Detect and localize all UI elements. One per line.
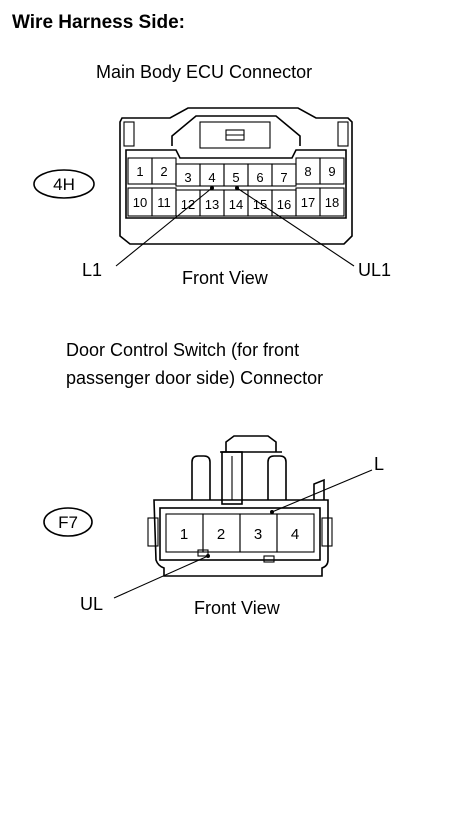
- pin-4h-4: 4: [208, 170, 215, 185]
- page-title: Wire Harness Side:: [12, 12, 185, 33]
- wire-l1-dot: [210, 186, 214, 190]
- wire-label-l: L: [374, 454, 384, 474]
- connector-4h-view-label: Front View: [182, 268, 269, 288]
- wire-ul-leader: [113, 555, 209, 599]
- pin-4h-9: 9: [328, 164, 335, 179]
- pin-4h-10: 10: [133, 195, 147, 210]
- wire-ul1-leader: [236, 187, 355, 267]
- connector-4h-body: [119, 107, 353, 245]
- pin-4h-17: 17: [301, 195, 315, 210]
- connector-f7-code-badge: F7: [43, 507, 93, 537]
- wire-label-l1: L1: [82, 260, 102, 280]
- pin-4h-12: 12: [181, 197, 195, 212]
- pin-4h-11: 11: [157, 195, 171, 210]
- connector-4h-pins-top: 1 2 3 4 5 6 7 8 9: [127, 157, 345, 187]
- wire-l-leader: [271, 469, 373, 513]
- connector-4h-pins-bottom: 10 11 12 13 14 15 16 17 18: [127, 187, 345, 217]
- connector-f7-body: [147, 435, 333, 577]
- wire-ul1-dot: [235, 186, 239, 190]
- connector-4h-code-badge: 4H: [33, 169, 95, 199]
- pin-4h-13: 13: [205, 197, 219, 212]
- pin-f7-2: 2: [217, 526, 225, 543]
- pin-f7-1: 1: [180, 526, 188, 543]
- connector-4h-code: 4H: [53, 175, 75, 194]
- connector-f7-pins: 1 2 3 4: [165, 513, 315, 563]
- pin-4h-8: 8: [304, 164, 311, 179]
- wire-label-ul: UL: [80, 594, 103, 614]
- pin-f7-3: 3: [254, 526, 262, 543]
- pin-4h-2: 2: [160, 164, 167, 179]
- pin-4h-14: 14: [229, 197, 243, 212]
- pin-4h-6: 6: [256, 170, 263, 185]
- pin-f7-4: 4: [291, 526, 299, 543]
- connector-f7-view-label: Front View: [194, 598, 281, 618]
- wire-l-dot: [270, 510, 274, 514]
- pin-4h-15: 15: [253, 197, 267, 212]
- connector-4h-title: Main Body ECU Connector: [96, 62, 312, 82]
- pin-4h-18: 18: [325, 195, 339, 210]
- wire-label-ul1: UL1: [358, 260, 391, 280]
- connector-f7-code: F7: [58, 513, 78, 532]
- wire-ul-dot: [206, 554, 210, 558]
- pin-4h-1: 1: [136, 164, 143, 179]
- wire-l1-leader: [115, 187, 213, 267]
- connector-f7-title-line1: Door Control Switch (for front: [66, 340, 299, 360]
- connector-f7-title-line2: passenger door side) Connector: [66, 368, 323, 388]
- pin-4h-16: 16: [277, 197, 291, 212]
- pin-4h-7: 7: [280, 170, 287, 185]
- pin-4h-3: 3: [184, 170, 191, 185]
- pin-4h-5: 5: [232, 170, 239, 185]
